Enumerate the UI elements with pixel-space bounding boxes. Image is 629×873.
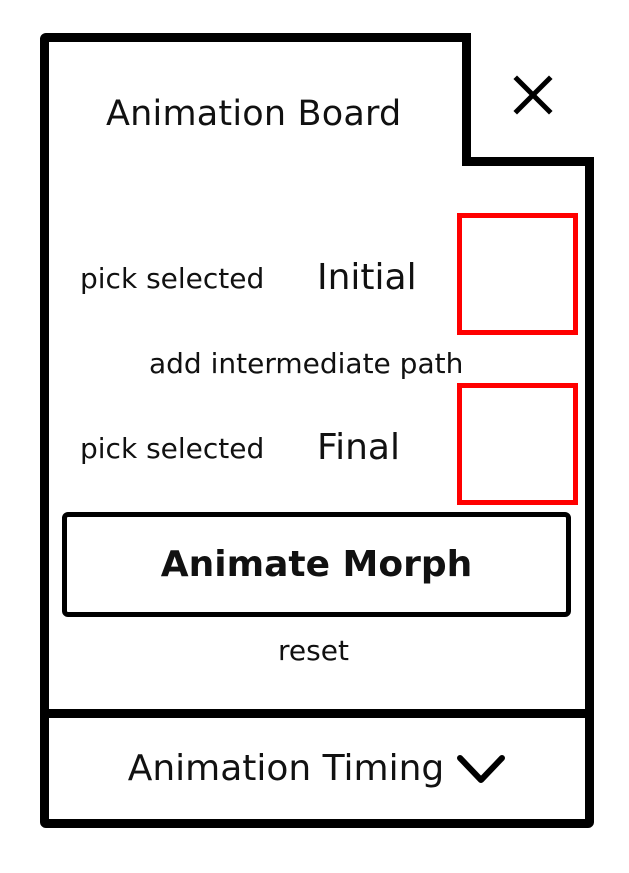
add-intermediate-path-link[interactable]: add intermediate path [149, 347, 464, 380]
final-label: Final [317, 427, 400, 468]
reset-link[interactable]: reset [278, 634, 349, 667]
close-button[interactable] [462, 33, 594, 166]
animation-timing-label: Animation Timing [127, 748, 445, 789]
pick-selected-initial-label: pick selected [80, 262, 265, 295]
panel-title: Animation Board [106, 94, 402, 134]
section-divider [49, 709, 585, 718]
pick-selected-final-label: pick selected [80, 432, 265, 465]
animation-timing-toggle[interactable]: Animation Timing [49, 718, 585, 819]
animation-board-panel: Animation Board pick selected Initial ad… [40, 33, 594, 828]
chevron-down-icon [456, 753, 506, 785]
animate-morph-button[interactable]: Animate Morph [62, 512, 571, 617]
close-icon [512, 75, 553, 115]
initial-label: Initial [317, 257, 417, 298]
final-shape-slot[interactable] [457, 383, 578, 505]
initial-shape-slot[interactable] [457, 213, 578, 335]
